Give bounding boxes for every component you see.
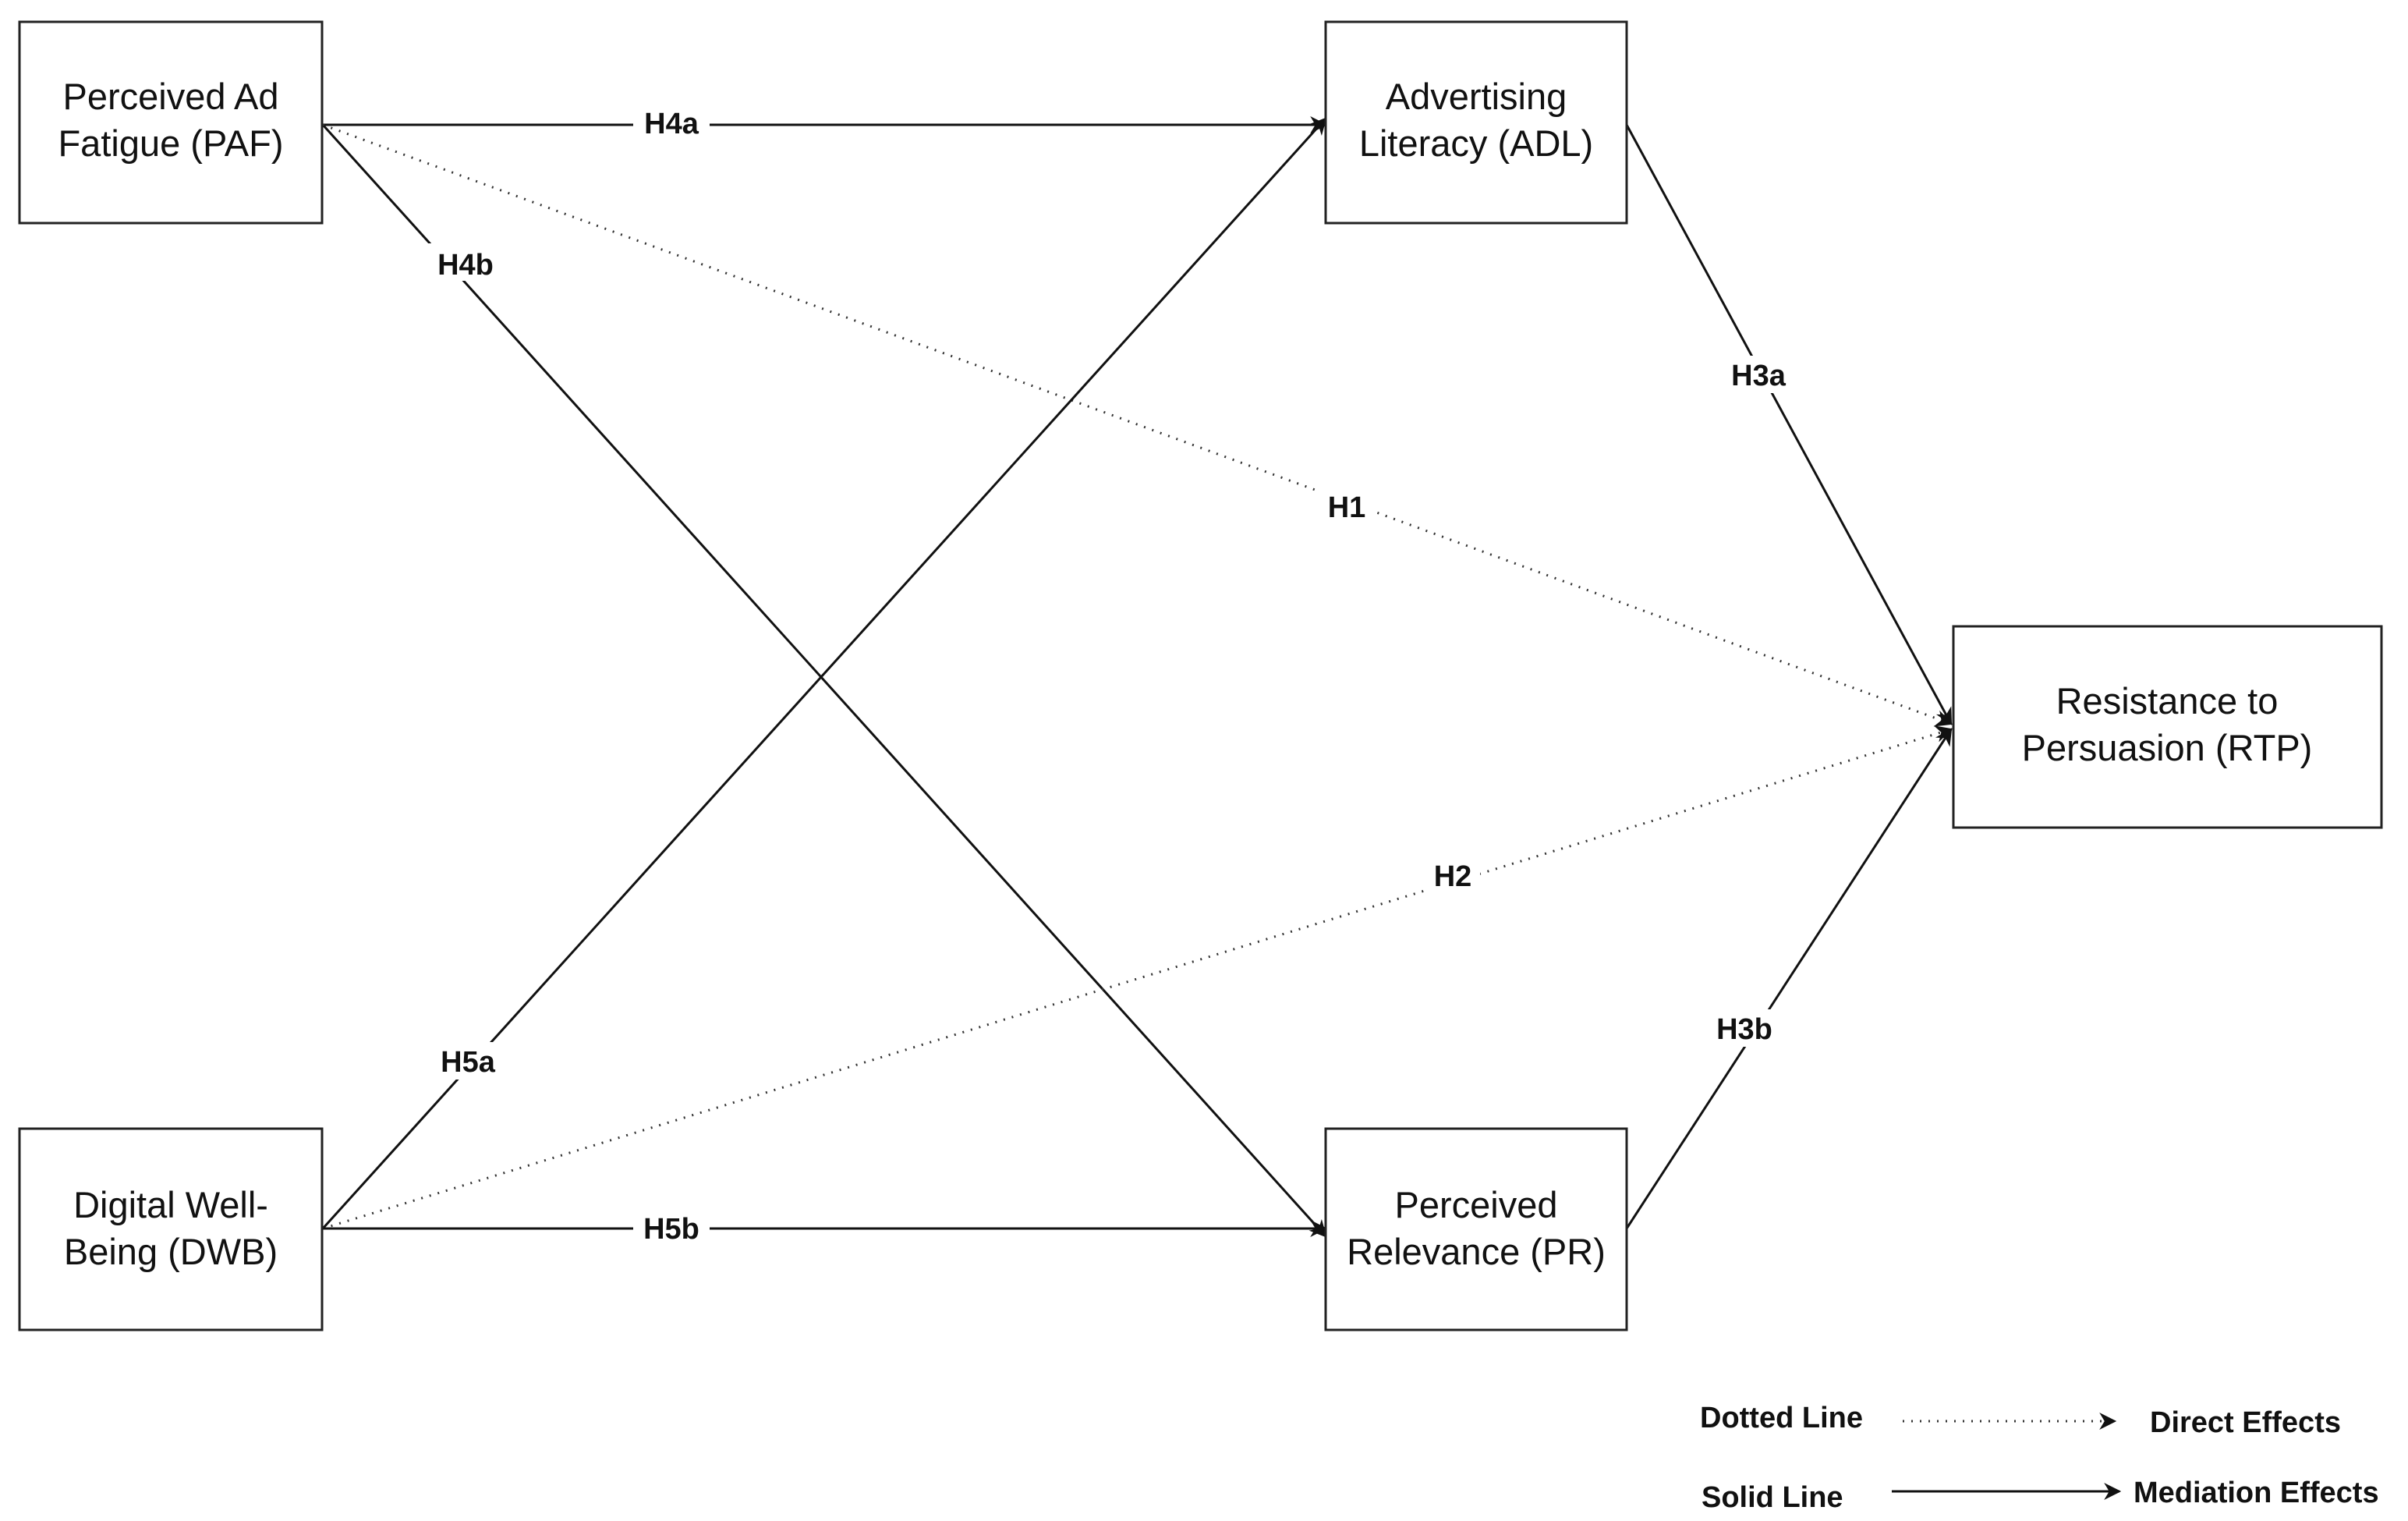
node-pr-line2: Relevance (PR) (1347, 1231, 1606, 1272)
node-adl-line2: Literacy (ADL) (1359, 122, 1593, 164)
node-paf-line1: Perceived Ad (63, 76, 279, 117)
node-rtp-line1: Resistance to (2056, 680, 2279, 722)
edge-h3a-label-text: H3a (1731, 360, 1787, 392)
edge-h3b-label: H3b (1706, 1009, 1783, 1047)
node-pr-line1: Perceived (1395, 1184, 1558, 1225)
edge-h3a-line (1625, 124, 1953, 725)
edge-h5a-label-text: H5a (441, 1046, 496, 1079)
edge-h2-line (322, 725, 1953, 1230)
node-dwb-line2: Being (DWB) (64, 1231, 278, 1272)
edge-h2-label-text: H2 (1434, 860, 1472, 893)
edge-h4b-label: H4b (427, 243, 504, 282)
legend-solid-meaning: Mediation Effects (2134, 1477, 2379, 1509)
edge-h3a-label: H3a (1720, 356, 1797, 393)
edge-h5b-label-text: H5b (643, 1213, 699, 1246)
edge-h3b-label-text: H3b (1716, 1013, 1772, 1046)
legend: Dotted Line Direct Effects Solid Line Me… (1700, 1402, 2379, 1514)
edge-h4b-label-text: H4b (437, 249, 494, 282)
edge-h1-line (322, 123, 1953, 727)
node-paf-line2: Fatigue (PAF) (58, 122, 283, 164)
node-dwb: Digital Well- Being (DWB) (18, 1127, 324, 1331)
node-rtp: Resistance to Persuasion (RTP) (1952, 625, 2383, 829)
edge-h4b-line (321, 123, 1327, 1238)
node-rtp-line2: Persuasion (RTP) (2022, 727, 2313, 768)
edges (321, 116, 1953, 1238)
edge-h2-label: H2 (1425, 856, 1480, 894)
edge-labels: H4a H4b H1 H3a H5a H2 H5b H3b (427, 105, 1797, 1246)
edge-h5a-label: H5a (429, 1042, 505, 1080)
node-dwb-line1: Digital Well- (73, 1184, 268, 1225)
edge-h1-label: H1 (1319, 488, 1374, 526)
edge-h3b-line (1625, 728, 1953, 1229)
edge-h1-label-text: H1 (1328, 491, 1366, 524)
node-adl-line1: Advertising (1386, 76, 1567, 117)
edge-h4a-label: H4a (633, 105, 710, 142)
legend-solid-label: Solid Line (1702, 1481, 1843, 1514)
edge-h5b-label: H5b (633, 1209, 710, 1246)
edge-h4a-label-text: H4a (644, 108, 699, 140)
node-paf: Perceived Ad Fatigue (PAF) (18, 20, 324, 225)
legend-dotted-meaning: Direct Effects (2150, 1406, 2341, 1439)
legend-dotted-label: Dotted Line (1700, 1402, 1863, 1434)
node-pr: Perceived Relevance (PR) (1324, 1127, 1628, 1331)
node-adl: Advertising Literacy (ADL) (1324, 20, 1628, 225)
